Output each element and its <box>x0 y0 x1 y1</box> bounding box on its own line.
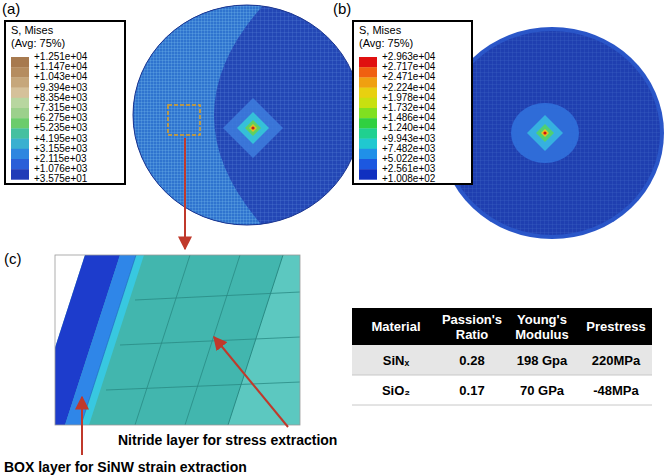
legend-value: +5.022e+03 <box>382 154 435 164</box>
legend-subtitle: (Avg: 75%) <box>11 37 65 49</box>
color-band <box>359 118 377 129</box>
legend-value: +9.943e+03 <box>382 134 435 144</box>
legend-value: +1.008e+02 <box>382 174 435 184</box>
zoom-arrow <box>184 138 186 249</box>
legend-value: +3.155e+03 <box>34 144 87 154</box>
legend-value: +2.561e+03 <box>382 164 435 174</box>
color-band <box>359 139 377 150</box>
color-band <box>11 128 29 139</box>
table-cell: 0.28 <box>440 345 504 375</box>
leader-line <box>214 337 288 427</box>
table-header: Young's Modulus <box>504 308 580 345</box>
color-band <box>359 169 377 180</box>
table-header: Material <box>352 308 440 345</box>
legend-value: +1.076e+03 <box>34 164 87 174</box>
color-band <box>11 98 29 109</box>
annotation: Nitride layer for stress extraction <box>118 432 337 448</box>
color-bar <box>11 57 31 182</box>
legend-title: S, Mises <box>359 24 401 36</box>
legend-value: +1.732e+04 <box>382 103 435 113</box>
color-band <box>11 88 29 99</box>
table-cell: 198 Gpa <box>504 345 580 375</box>
legend-value: +2.115e+03 <box>34 154 87 164</box>
legend-value: +2.717e+04 <box>382 62 435 72</box>
leader-line <box>81 397 83 455</box>
color-band <box>359 159 377 170</box>
contour-legend: S, Mises(Avg: 75%)+2.963e+04+2.717e+04+2… <box>352 20 473 185</box>
legend-value: +7.315e+03 <box>34 103 87 113</box>
color-band <box>359 88 377 99</box>
color-band <box>359 128 377 139</box>
legend-value: +5.235e+03 <box>34 123 87 133</box>
color-band <box>11 57 29 68</box>
legend-value: +7.482e+03 <box>382 144 435 154</box>
annotation: BOX layer for SiNW strain extraction <box>4 459 247 475</box>
color-band <box>359 67 377 78</box>
panel-label: (b) <box>333 0 351 17</box>
legend-value: +6.275e+03 <box>34 113 87 123</box>
color-band <box>359 77 377 88</box>
legend-value: +9.394e+03 <box>34 83 87 93</box>
legend-value: +2.224e+04 <box>382 83 435 93</box>
legend-value: +3.575e+01 <box>34 174 87 184</box>
color-bar <box>359 57 379 182</box>
stress-disc-b <box>440 27 664 239</box>
color-band <box>359 57 377 68</box>
zoom-inset <box>55 255 300 425</box>
legend-value: +1.240e+04 <box>382 123 435 133</box>
color-band <box>359 149 377 160</box>
contour-legend: S, Mises(Avg: 75%)+1.251e+04+1.147e+04+1… <box>4 20 126 185</box>
table-cell: 0.17 <box>440 375 504 405</box>
color-band <box>359 98 377 109</box>
panel-label: (a) <box>2 0 20 17</box>
color-band <box>11 108 29 119</box>
legend-value: +2.963e+04 <box>382 52 435 62</box>
legend-value: +1.147e+04 <box>34 62 87 72</box>
color-band <box>11 169 29 180</box>
legend-value: +1.486e+04 <box>382 113 435 123</box>
panel-label: (c) <box>4 250 22 267</box>
legend-title: S, Mises <box>11 24 53 36</box>
legend-value: +1.251e+04 <box>34 52 87 62</box>
color-band <box>11 77 29 88</box>
legend-value: +1.978e+04 <box>382 93 435 103</box>
legend-value: +8.354e+03 <box>34 93 87 103</box>
legend-subtitle: (Avg: 75%) <box>359 37 413 49</box>
color-band <box>11 159 29 170</box>
color-band <box>11 139 29 150</box>
table-header: Passion's Ratio <box>440 308 504 345</box>
legend-value: +2.471e+04 <box>382 72 435 82</box>
color-band <box>11 118 29 129</box>
color-band <box>11 149 29 160</box>
stress-disc-a <box>120 0 370 232</box>
table-header: Prestress <box>580 308 652 345</box>
table-cell: SiO₂ <box>352 375 440 405</box>
legend-value: +4.195e+03 <box>34 134 87 144</box>
table-cell: 220MPa <box>580 345 652 375</box>
table-cell: -48MPa <box>580 375 652 405</box>
table-cell: 70 GPa <box>504 375 580 405</box>
color-band <box>11 67 29 78</box>
table-cell: SiNₓ <box>352 345 440 375</box>
material-table <box>352 308 652 405</box>
legend-value: +1.043e+04 <box>34 72 87 82</box>
color-band <box>359 108 377 119</box>
